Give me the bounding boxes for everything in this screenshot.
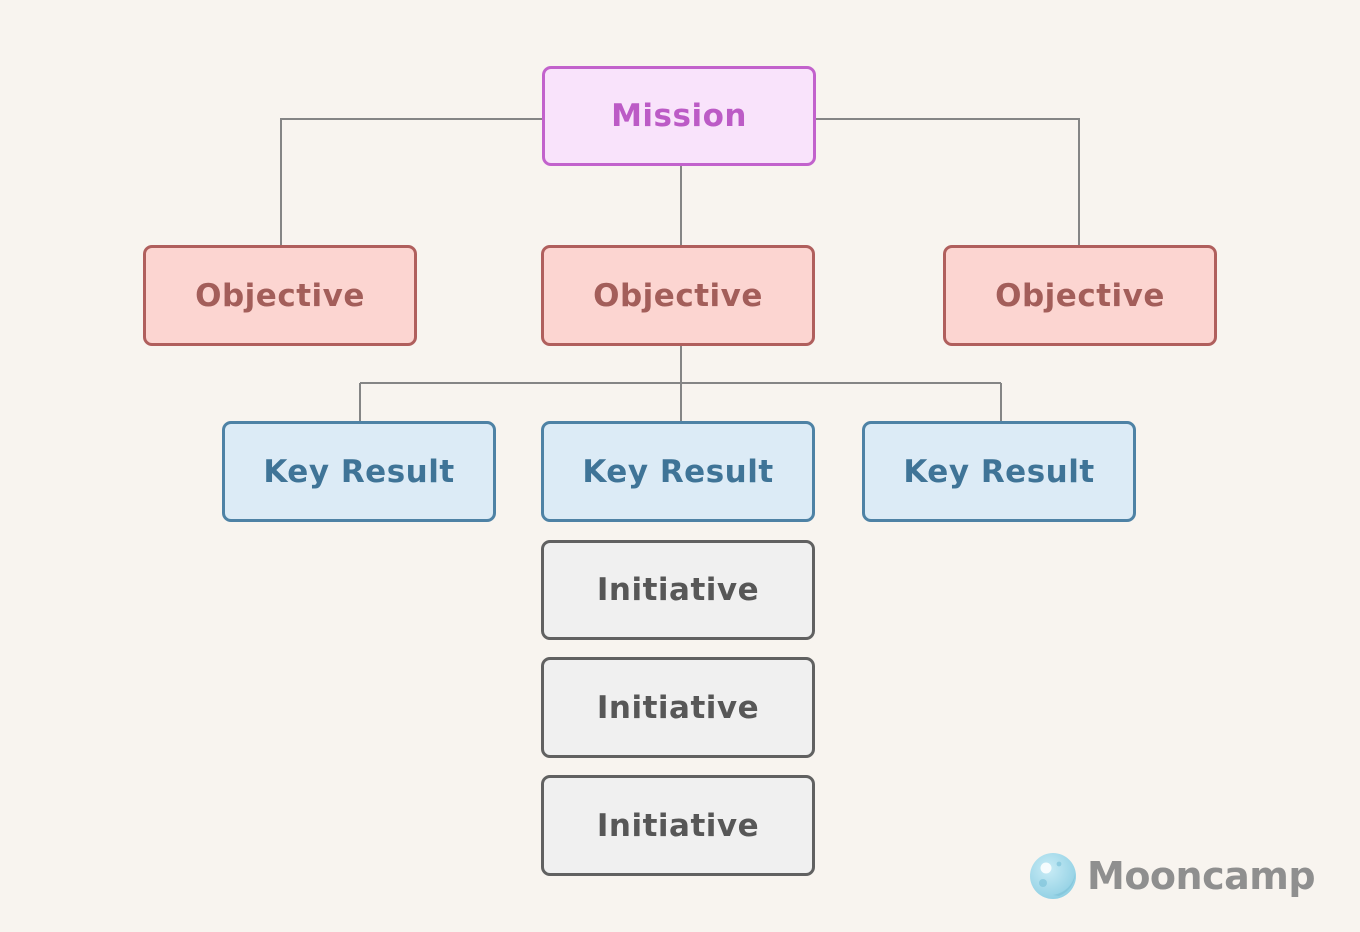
objective-label: Objective bbox=[995, 277, 1165, 314]
key-result-label: Key Result bbox=[582, 453, 774, 490]
objective-node-3: Objective bbox=[943, 245, 1217, 346]
brand-logo-lockup: Mooncamp bbox=[1029, 850, 1316, 902]
initiative-node-1: Initiative bbox=[541, 540, 815, 640]
brand-name: Mooncamp bbox=[1087, 854, 1316, 898]
key-result-node-1: Key Result bbox=[222, 421, 496, 522]
initiative-label: Initiative bbox=[596, 807, 760, 844]
key-result-label: Key Result bbox=[903, 453, 1095, 490]
objective-node-1: Objective bbox=[143, 245, 417, 346]
key-result-node-3: Key Result bbox=[862, 421, 1136, 522]
connector-mission-to-objective-3 bbox=[816, 118, 1080, 245]
key-result-label: Key Result bbox=[263, 453, 455, 490]
mission-label: Mission bbox=[611, 98, 747, 134]
mission-node: Mission bbox=[542, 66, 816, 166]
objective-label: Objective bbox=[593, 277, 763, 314]
objective-node-2: Objective bbox=[541, 245, 815, 346]
initiative-node-3: Initiative bbox=[541, 775, 815, 876]
connector-mission-to-objective-1 bbox=[280, 118, 542, 245]
objective-label: Objective bbox=[195, 277, 365, 314]
key-result-node-2: Key Result bbox=[541, 421, 815, 522]
initiative-node-2: Initiative bbox=[541, 657, 815, 758]
initiative-label: Initiative bbox=[596, 689, 760, 726]
initiative-label: Initiative bbox=[596, 572, 760, 608]
moon-icon bbox=[1030, 853, 1076, 899]
